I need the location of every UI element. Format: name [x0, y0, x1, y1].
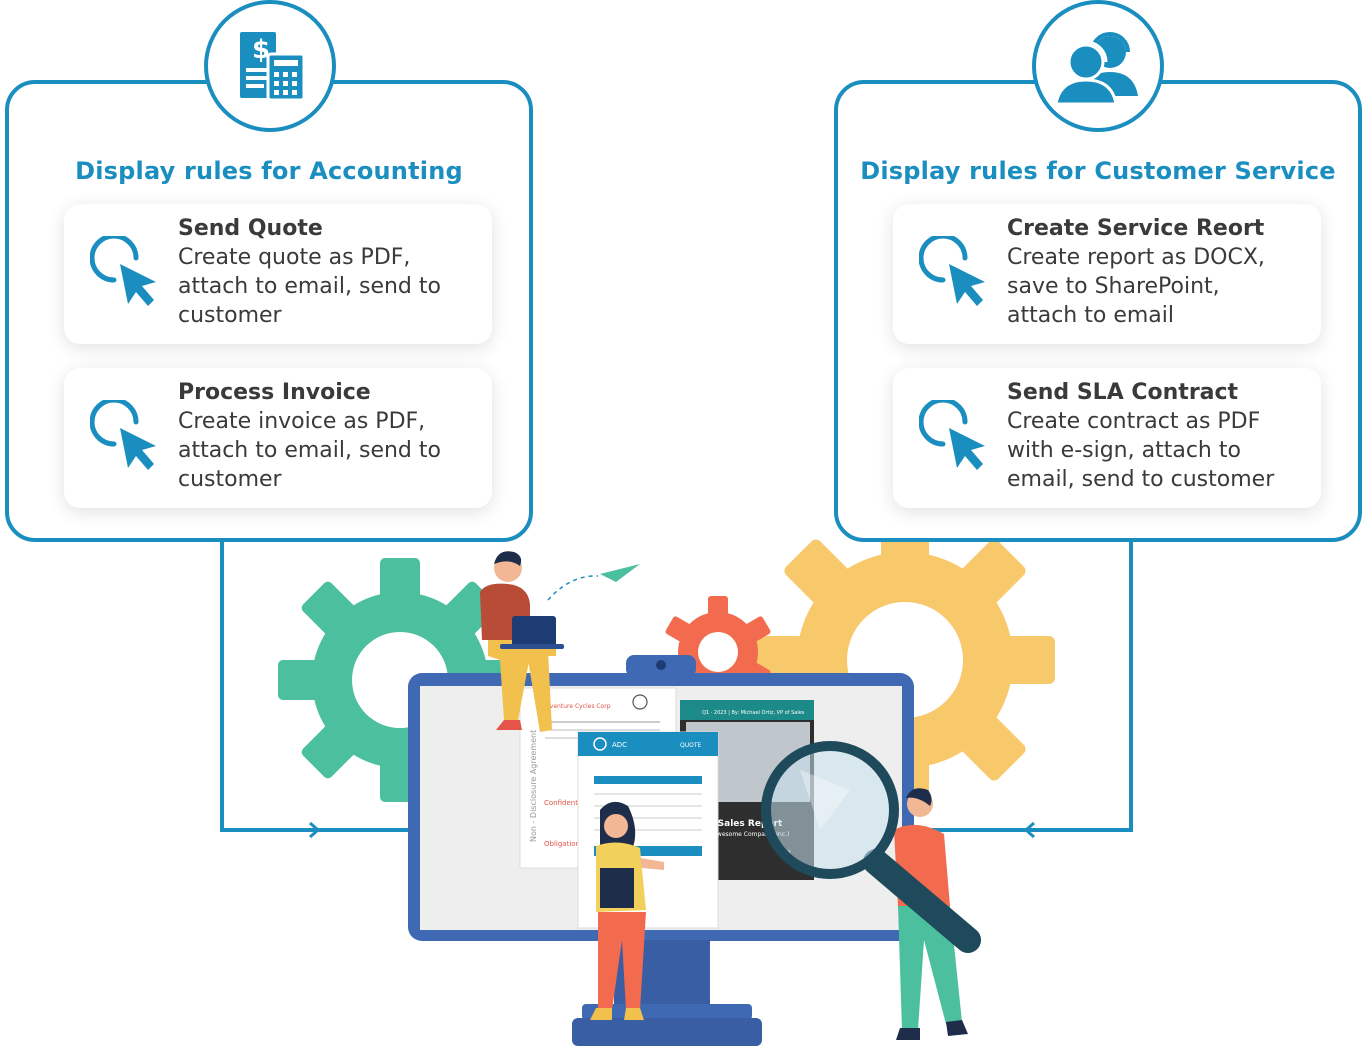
svg-text:Adventure Cycles Corp: Adventure Cycles Corp	[542, 703, 611, 710]
svg-text:$: $	[252, 35, 270, 65]
rule-card-send-quote[interactable]: Send Quote Create quote as PDF, attach t…	[64, 204, 492, 344]
customer-service-panel: Display rules for Customer Service Creat…	[834, 80, 1362, 542]
person-with-laptop	[480, 551, 564, 732]
svg-text:Obligation: Obligation	[544, 840, 580, 848]
paper-plane-icon	[547, 564, 640, 601]
svg-text:Sales Report: Sales Report	[718, 819, 783, 829]
rule-description-line: customer	[178, 303, 282, 328]
svg-text:Confidential: Confidential	[544, 799, 586, 807]
customer-service-badge	[1032, 0, 1164, 132]
calculator-invoice-icon: $	[240, 32, 306, 102]
rule-card-send-sla-contract[interactable]: Send SLA Contract Create contract as PDF…	[893, 368, 1321, 508]
click-cursor-icon	[919, 236, 985, 306]
rule-title: Process Invoice	[178, 380, 371, 405]
rule-title: Send Quote	[178, 216, 323, 241]
connector-left	[220, 542, 420, 839]
rule-description-line: email, send to customer	[1007, 467, 1275, 492]
svg-text:ADC: ADC	[612, 741, 627, 749]
click-cursor-icon	[90, 236, 156, 306]
rule-card-create-service-report[interactable]: Create Service Reort Create report as DO…	[893, 204, 1321, 344]
svg-text:Non - Disclosure Agreement: Non - Disclosure Agreement	[529, 730, 538, 842]
click-cursor-icon	[919, 400, 985, 470]
rule-description-line: with e-sign, attach to	[1007, 438, 1241, 463]
accounting-badge: $	[204, 0, 336, 132]
rule-description-line: Create contract as PDF	[1007, 409, 1261, 434]
rule-description-line: Create invoice as PDF,	[178, 409, 426, 434]
rule-description-line: save to SharePoint,	[1007, 274, 1220, 299]
rule-description-line: Create report as DOCX,	[1007, 245, 1265, 270]
accounting-panel: Display rules for Accounting Send Quote …	[5, 80, 533, 542]
rule-description-line: Create quote as PDF,	[178, 245, 411, 270]
magnifier-icon	[761, 741, 981, 953]
svg-text:(Awesome Company, Inc.): (Awesome Company, Inc.)	[711, 831, 790, 838]
rule-description-line: customer	[178, 467, 282, 492]
rule-description-line: attach to email, send to	[178, 438, 441, 463]
support-agents-icon	[1054, 32, 1138, 106]
rule-description-line: attach to email	[1007, 303, 1174, 328]
rule-title: Create Service Reort	[1007, 216, 1265, 241]
svg-text:Q1 · 2023 | By: Michael Ortiz,: Q1 · 2023 | By: Michael Ortiz, VP of Sal…	[702, 710, 805, 716]
click-cursor-icon	[90, 400, 156, 470]
customer-service-panel-title: Display rules for Customer Service	[860, 157, 1336, 185]
person-with-folder	[590, 801, 664, 1020]
svg-text:QUOTE: QUOTE	[680, 742, 702, 749]
rule-title: Send SLA Contract	[1007, 380, 1239, 405]
accounting-panel-title: Display rules for Accounting	[75, 157, 463, 185]
rule-card-process-invoice[interactable]: Process Invoice Create invoice as PDF, a…	[64, 368, 492, 508]
rule-description-line: attach to email, send to	[178, 274, 441, 299]
connector-right	[930, 542, 1133, 839]
